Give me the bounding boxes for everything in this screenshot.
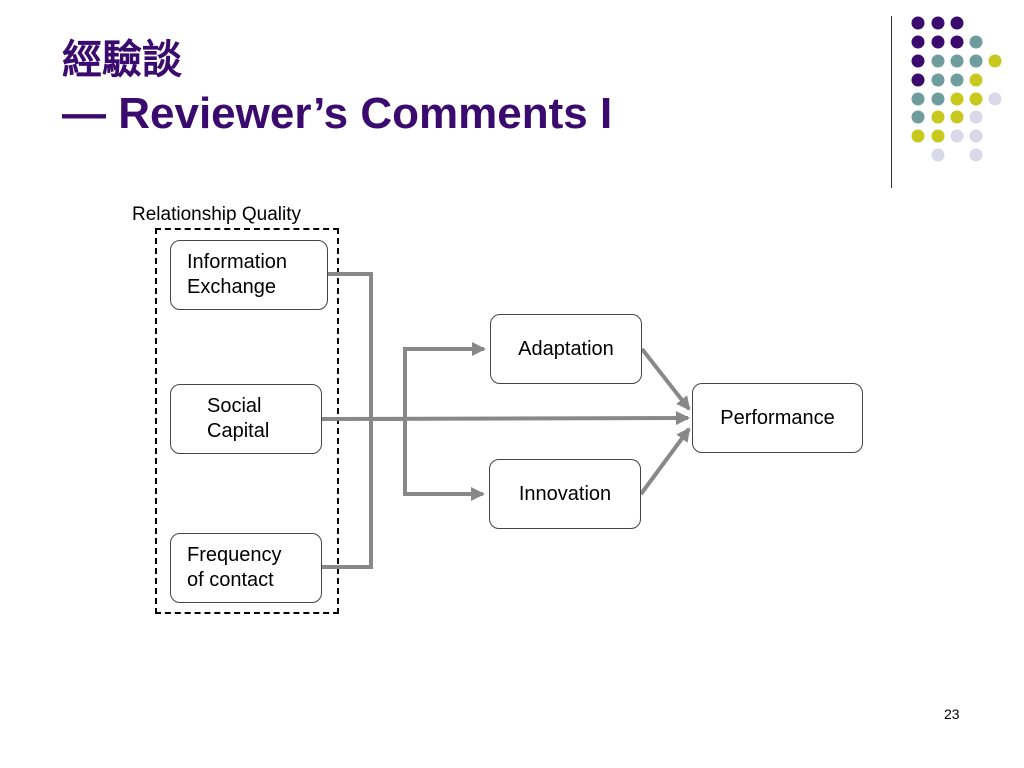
- node-performance-label: Performance: [720, 406, 835, 429]
- node-social-capital-label: Social Capital: [207, 395, 270, 442]
- decorative-dot-grid: [911, 16, 1002, 162]
- node-information-exchange-label: Information Exchange: [187, 251, 288, 298]
- node-adaptation: Adaptation: [490, 314, 642, 384]
- node-information-exchange: Information Exchange: [170, 240, 328, 310]
- page-number: 23: [944, 706, 960, 722]
- title-divider-line: [891, 16, 892, 188]
- node-performance: Performance: [692, 383, 863, 453]
- relationship-quality-label: Relationship Quality: [132, 204, 301, 225]
- connector-branch-up: [371, 342, 486, 421]
- connector-social-to-performance: [321, 411, 690, 426]
- node-adaptation-label: Adaptation: [518, 337, 614, 360]
- node-innovation: Innovation: [489, 459, 641, 529]
- slide-title-english: — Reviewer’s Comments I: [62, 89, 613, 138]
- slide-title-chinese: 經驗談: [62, 36, 182, 83]
- connector-adaptation-to-performance: [640, 347, 691, 411]
- node-innovation-label: Innovation: [518, 482, 612, 505]
- connector-info-exchange: [328, 272, 373, 419]
- node-frequency-of-contact-label: Frequency of contact: [187, 544, 282, 591]
- connector-frequency: [322, 419, 373, 569]
- slide-title: 經驗談 — Reviewer’s Comments I: [62, 36, 612, 141]
- node-frequency-of-contact: Frequency of contact: [170, 533, 322, 603]
- relationship-quality-group: [155, 228, 339, 614]
- connector-branch-down: [403, 419, 485, 501]
- connector-innovation-to-performance: [639, 427, 691, 496]
- node-social-capital: Social Capital: [170, 384, 322, 454]
